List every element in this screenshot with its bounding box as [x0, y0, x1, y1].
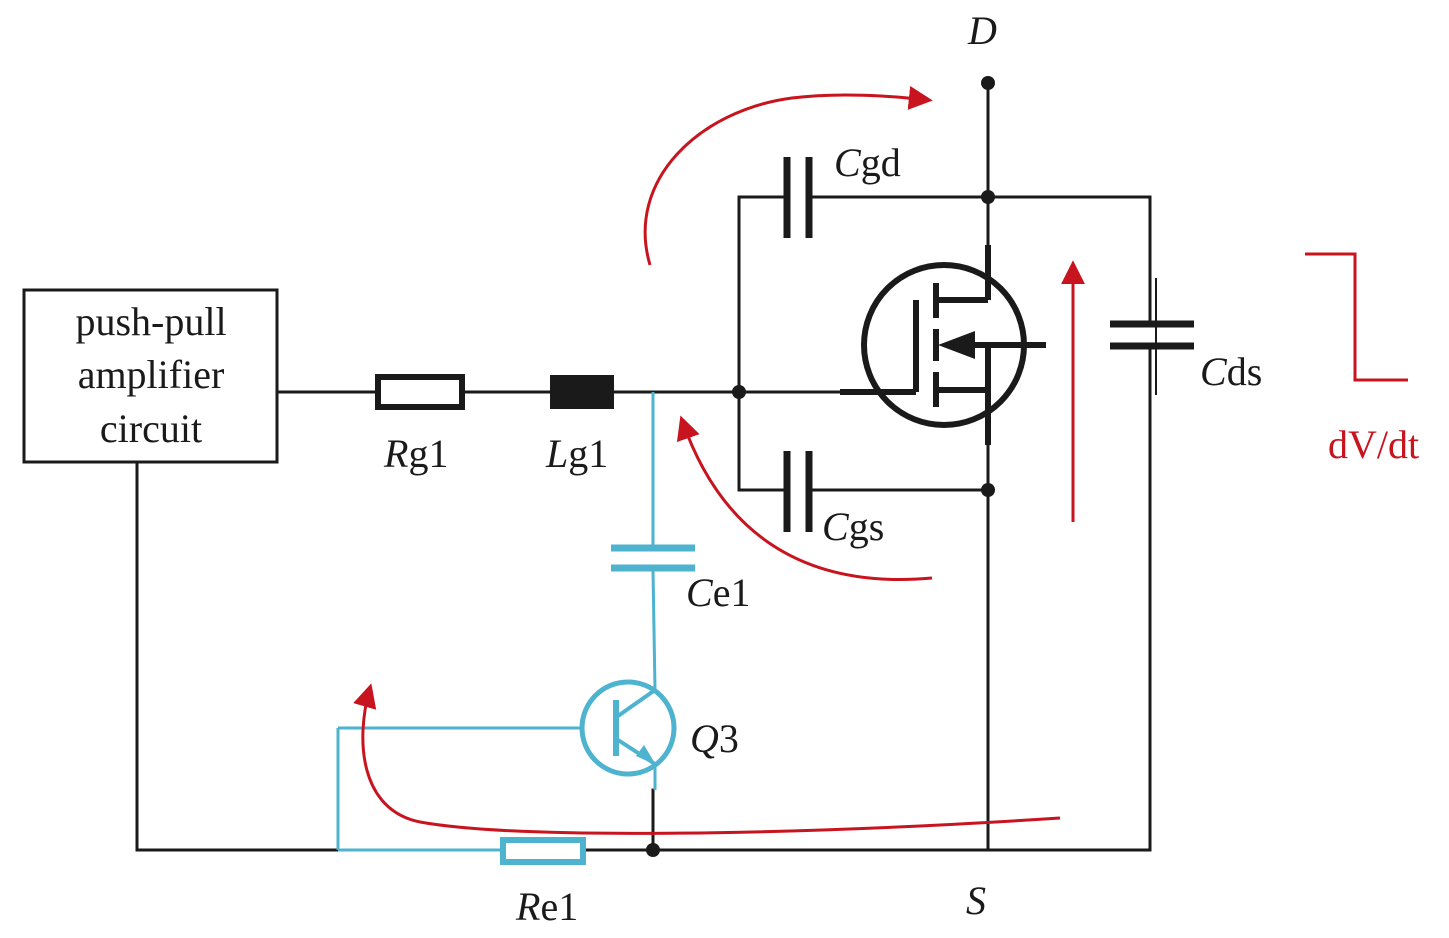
- rg1-resistor: [375, 374, 465, 410]
- ce1-label: Ce1: [686, 570, 750, 615]
- block-line-3: circuit: [100, 406, 202, 451]
- re1-resistor: [500, 837, 586, 865]
- miller-current-arrow-bottom: [676, 415, 933, 581]
- dvdt-label: dV/dt: [1328, 422, 1419, 467]
- clamp-current-arrow: [353, 683, 1061, 835]
- ce1-capacitor: [611, 544, 695, 572]
- rg1-label: Rg1: [383, 431, 448, 476]
- cgd-label: Cgd: [834, 140, 901, 185]
- drain-source-rail: [981, 76, 995, 852]
- cgd-capacitor: [737, 157, 1152, 238]
- q3-transistor: [579, 679, 677, 790]
- current-path-arrows: [353, 86, 1408, 835]
- active-miller-clamp-branch: [336, 392, 695, 865]
- cgs-label: Cgs: [822, 504, 884, 549]
- drain-label: D: [967, 8, 997, 53]
- dvdt-step-icon: [1305, 252, 1408, 382]
- lg1-label: Lg1: [545, 431, 608, 476]
- mosfet-symbol: [840, 245, 1046, 445]
- cds-label: Cds: [1200, 349, 1262, 394]
- labels: D S Rg1 Lg1 Cgd Cgs Cds Ce1 Q3 Re1 dV/dt: [383, 8, 1419, 929]
- drain-terminal: [981, 76, 995, 90]
- gate-node-rail: [732, 195, 746, 492]
- miller-current-arrow-top: [643, 86, 933, 266]
- block-line-1: push-pull: [75, 299, 226, 344]
- source-label: S: [966, 878, 986, 923]
- ground-return-wire: [135, 460, 1152, 857]
- cgs-capacitor: [737, 451, 990, 532]
- block-line-2: amplifier: [78, 352, 225, 397]
- q3-label: Q3: [690, 716, 739, 761]
- re1-label: Re1: [515, 884, 578, 929]
- cds-capacitor: [1110, 195, 1194, 852]
- push-pull-amplifier-block: push-pull amplifier circuit: [22, 288, 279, 464]
- lg1-inductor: [550, 375, 614, 409]
